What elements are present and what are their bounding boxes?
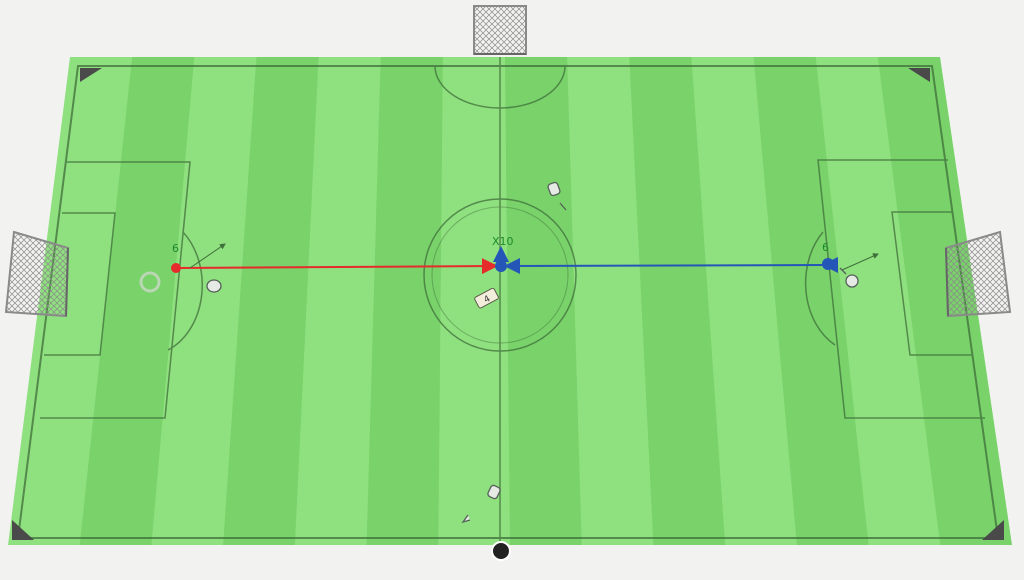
- player-figure-icon: [206, 181, 859, 524]
- pitch-stripe: [505, 57, 582, 545]
- pitch-stripe: [629, 57, 726, 545]
- goal-net-icon: [473, 5, 527, 55]
- blue-pass-arrow: [504, 256, 839, 274]
- center-circle-inner: [431, 206, 569, 344]
- player-left-number: 6: [172, 242, 179, 255]
- left-run-arrow: [189, 243, 226, 269]
- corner-top-right: [908, 68, 930, 82]
- player-center-label: X10: [492, 235, 514, 248]
- ball-icon[interactable]: [491, 541, 511, 561]
- right-goal-box: [891, 211, 972, 356]
- right-penalty-arc: [804, 231, 836, 346]
- left-penalty-arc: [167, 231, 203, 351]
- player-right-number: 6: [822, 241, 829, 254]
- pitch-stripe: [223, 57, 319, 545]
- center-tag: 4: [474, 287, 499, 309]
- top-center-arc: [434, 65, 566, 109]
- goal-net-icon: [944, 230, 1012, 318]
- right-penalty-box: [817, 159, 985, 419]
- goal-net-icon: [4, 230, 70, 318]
- pitch-surface: [8, 57, 1012, 545]
- corner-top-left: [80, 68, 102, 82]
- player-right-blue[interactable]: 6: [822, 241, 834, 270]
- player-center-blue[interactable]: X10: [492, 235, 514, 272]
- left-goal-box: [44, 212, 116, 356]
- pitch-stripe: [79, 57, 195, 545]
- player-left-red[interactable]: 6: [139, 242, 181, 293]
- corner-bottom-left: [12, 520, 34, 540]
- pitch-stripe: [877, 57, 1012, 545]
- center-circle: [423, 198, 577, 352]
- corner-bottom-right: [982, 520, 1004, 540]
- pitch-stripe: [753, 57, 869, 545]
- corner-marks: [12, 68, 1004, 540]
- left-penalty-box: [40, 161, 191, 419]
- right-run-arrow: [841, 253, 879, 271]
- pitch-stripe: [366, 57, 443, 545]
- red-pass-arrow: [177, 258, 498, 275]
- svg-text:4: 4: [482, 294, 492, 306]
